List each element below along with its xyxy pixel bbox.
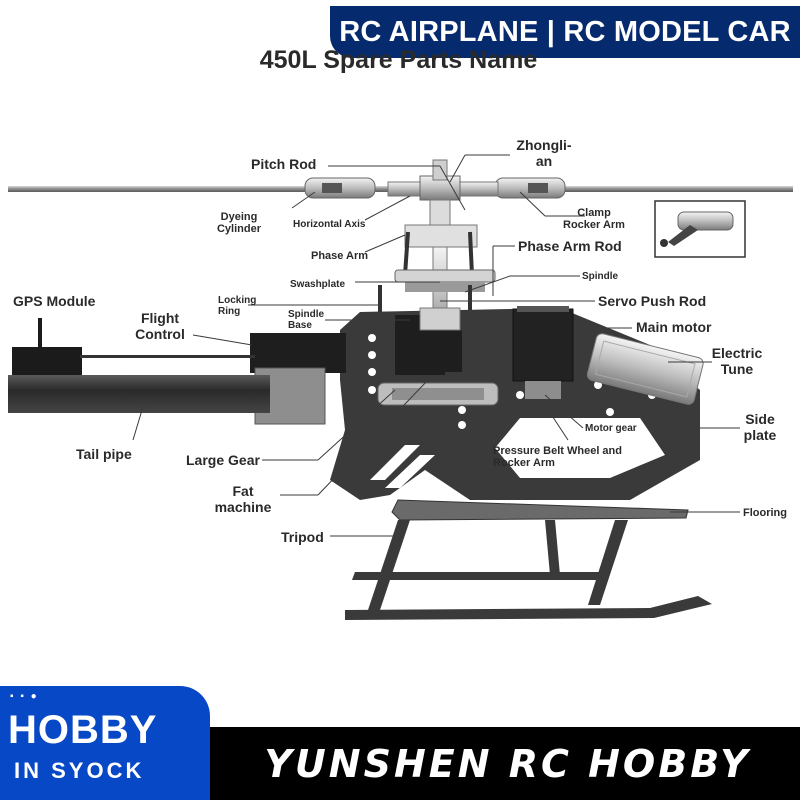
blade-grips <box>304 177 566 199</box>
clamp-rocker-arm-inset <box>654 200 746 258</box>
top-banner: RC AIRPLANE | RC MODEL CAR <box>330 6 800 58</box>
label-zhongli-an: Zhongli-an <box>516 137 572 169</box>
tail-pipe-shape <box>8 375 270 413</box>
badge-dots: ▪ ▪ ● <box>10 691 39 702</box>
label-flooring: Flooring <box>743 507 787 519</box>
label-large-gear: Large Gear <box>186 452 260 468</box>
label-phase-arm: Phase Arm <box>311 250 369 262</box>
label-servo-push-rod: Servo Push Rod <box>598 293 707 309</box>
badge-subtitle: IN SYOCK <box>14 758 145 783</box>
electric-tune <box>586 333 704 405</box>
label-horizontal-axis: Horizontal Axis <box>293 219 366 230</box>
gps-module-box <box>12 347 82 377</box>
label-main-motor: Main motor <box>636 319 712 335</box>
flight-control-box <box>250 333 346 373</box>
label-motor-gear: Motor gear <box>585 423 637 434</box>
badge-title: HOBBY <box>8 708 158 752</box>
label-swashplate: Swashplate <box>290 279 346 290</box>
label-tail-pipe: Tail pipe <box>76 446 132 462</box>
main-motor <box>512 306 574 399</box>
flooring-plate <box>391 499 689 521</box>
brand-name: YUNSHEN RC HOBBY <box>264 742 751 786</box>
large-gear <box>377 382 499 406</box>
phase-arm-rods <box>403 231 474 276</box>
label-gps-module: GPS Module <box>13 293 96 309</box>
hobby-badge <box>0 686 210 800</box>
page-title: 450L Spare Parts Name <box>259 46 538 74</box>
tripod-skid <box>345 520 712 620</box>
label-phase-arm-rod: Phase Arm Rod <box>518 238 622 254</box>
swashplate <box>394 269 496 292</box>
label-spindle: Spindle <box>582 271 619 282</box>
leader-lines <box>132 154 740 537</box>
servos <box>395 307 462 375</box>
label-pitch-rod: Pitch Rod <box>251 156 317 172</box>
label-tripod: Tripod <box>281 529 324 545</box>
